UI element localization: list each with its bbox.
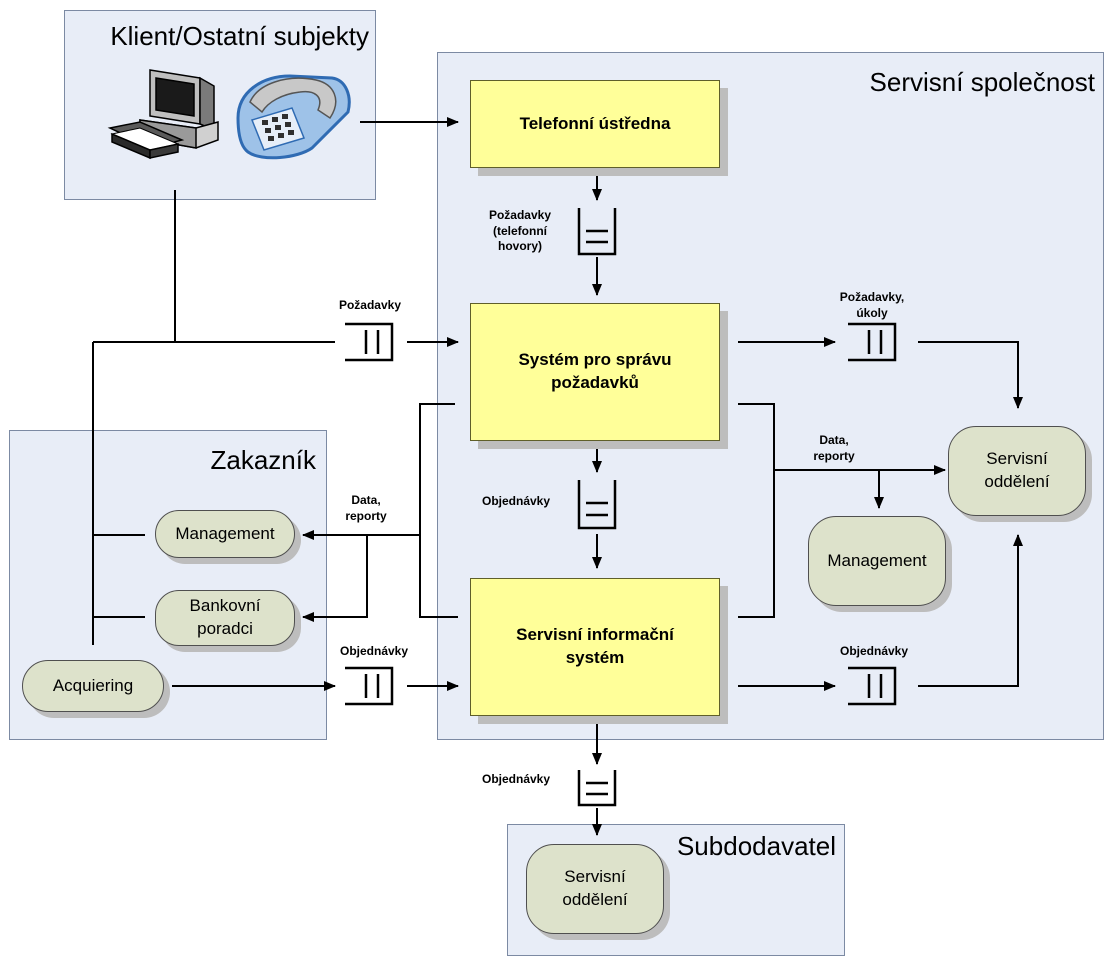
arrow-data-to-bank-advisors <box>302 535 368 622</box>
actor-subcontractor-service-label: Servisní oddělení <box>562 866 627 912</box>
label-orders-bottom: Objednávky <box>481 772 551 786</box>
actor-sub-service-line2: oddělení <box>562 890 628 909</box>
telephone-icon <box>236 74 351 160</box>
region-service-company-title: Servisní společnost <box>869 67 1095 97</box>
line-data-left-bracket <box>419 403 458 618</box>
label-orders-mid: Objednávky <box>481 494 551 508</box>
actor-service-department: Servisní oddělení <box>948 426 1086 516</box>
computer-icon <box>107 69 219 160</box>
actor-acquiring: Acquiering <box>22 660 164 712</box>
actor-customer-management: Management <box>155 510 295 558</box>
line-data-right-bracket <box>738 403 775 618</box>
queue-client-requests <box>345 322 394 362</box>
process-request-system: Systém pro správu požadavků <box>470 303 720 441</box>
region-subcontractor: Subdodavatel <box>507 824 845 956</box>
process-request-system-line2: požadavků <box>551 373 639 392</box>
actor-service-department-line1: Servisní <box>986 449 1048 469</box>
queue-bottom-orders <box>577 770 617 807</box>
process-phone-exchange-label: Telefonní ústředna <box>519 113 671 133</box>
actor-customer-management-label: Management <box>175 523 275 543</box>
actor-bank-advisors-line2: poradci <box>197 619 253 638</box>
process-request-system-line1: Systém pro správu <box>518 350 672 370</box>
actor-bank-advisors-line1: Bankovní <box>189 596 261 616</box>
label-data-right: Data, reporty <box>813 433 855 463</box>
label-orders-acquiring: Objednávky <box>339 644 409 658</box>
actor-service-department-label: Servisní oddělení <box>984 448 1049 494</box>
label-tasks: Požadavky, úkoly <box>839 290 905 320</box>
label-orders-right: Objednávky <box>839 644 909 658</box>
queue-right-orders <box>848 666 897 706</box>
arrow-tasks-to-service-dept <box>918 341 1023 409</box>
actor-bank-advisors: Bankovní poradci <box>155 590 295 646</box>
label-data-left: Data, reporty <box>345 493 387 523</box>
actor-service-department-line2: oddělení <box>984 472 1050 491</box>
queue-acquiring-orders <box>345 666 394 706</box>
actor-company-management: Management <box>808 516 946 606</box>
region-client-title: Klient/Ostatní subjekty <box>110 21 369 51</box>
process-service-info-system: Servisní informační systém <box>470 578 720 716</box>
process-request-system-label: Systém pro správu požadavků <box>518 349 671 395</box>
arrow-orders-to-service-dept <box>918 534 1023 687</box>
actor-company-management-label: Management <box>827 550 927 570</box>
actor-acquiring-label: Acquiering <box>52 675 134 695</box>
actor-bank-advisors-label: Bankovní poradci <box>190 595 261 641</box>
process-service-info-line1: Servisní informační <box>516 625 674 645</box>
region-customer-title: Zakazník <box>210 445 317 475</box>
label-client-requests: Požadavky <box>338 298 402 312</box>
process-service-info-line2: systém <box>565 648 625 667</box>
process-phone-exchange: Telefonní ústředna <box>470 80 720 168</box>
label-phone-requests: Požadavky (telefonní hovory) <box>488 208 552 254</box>
queue-phone-requests <box>577 208 617 256</box>
process-service-info-label: Servisní informační systém <box>516 624 674 670</box>
region-subcontractor-title: Subdodavatel <box>676 831 836 861</box>
actor-subcontractor-service: Servisní oddělení <box>526 844 664 934</box>
actor-sub-service-line1: Servisní <box>564 867 626 887</box>
queue-mid-orders <box>577 480 617 530</box>
queue-tasks <box>848 322 897 362</box>
